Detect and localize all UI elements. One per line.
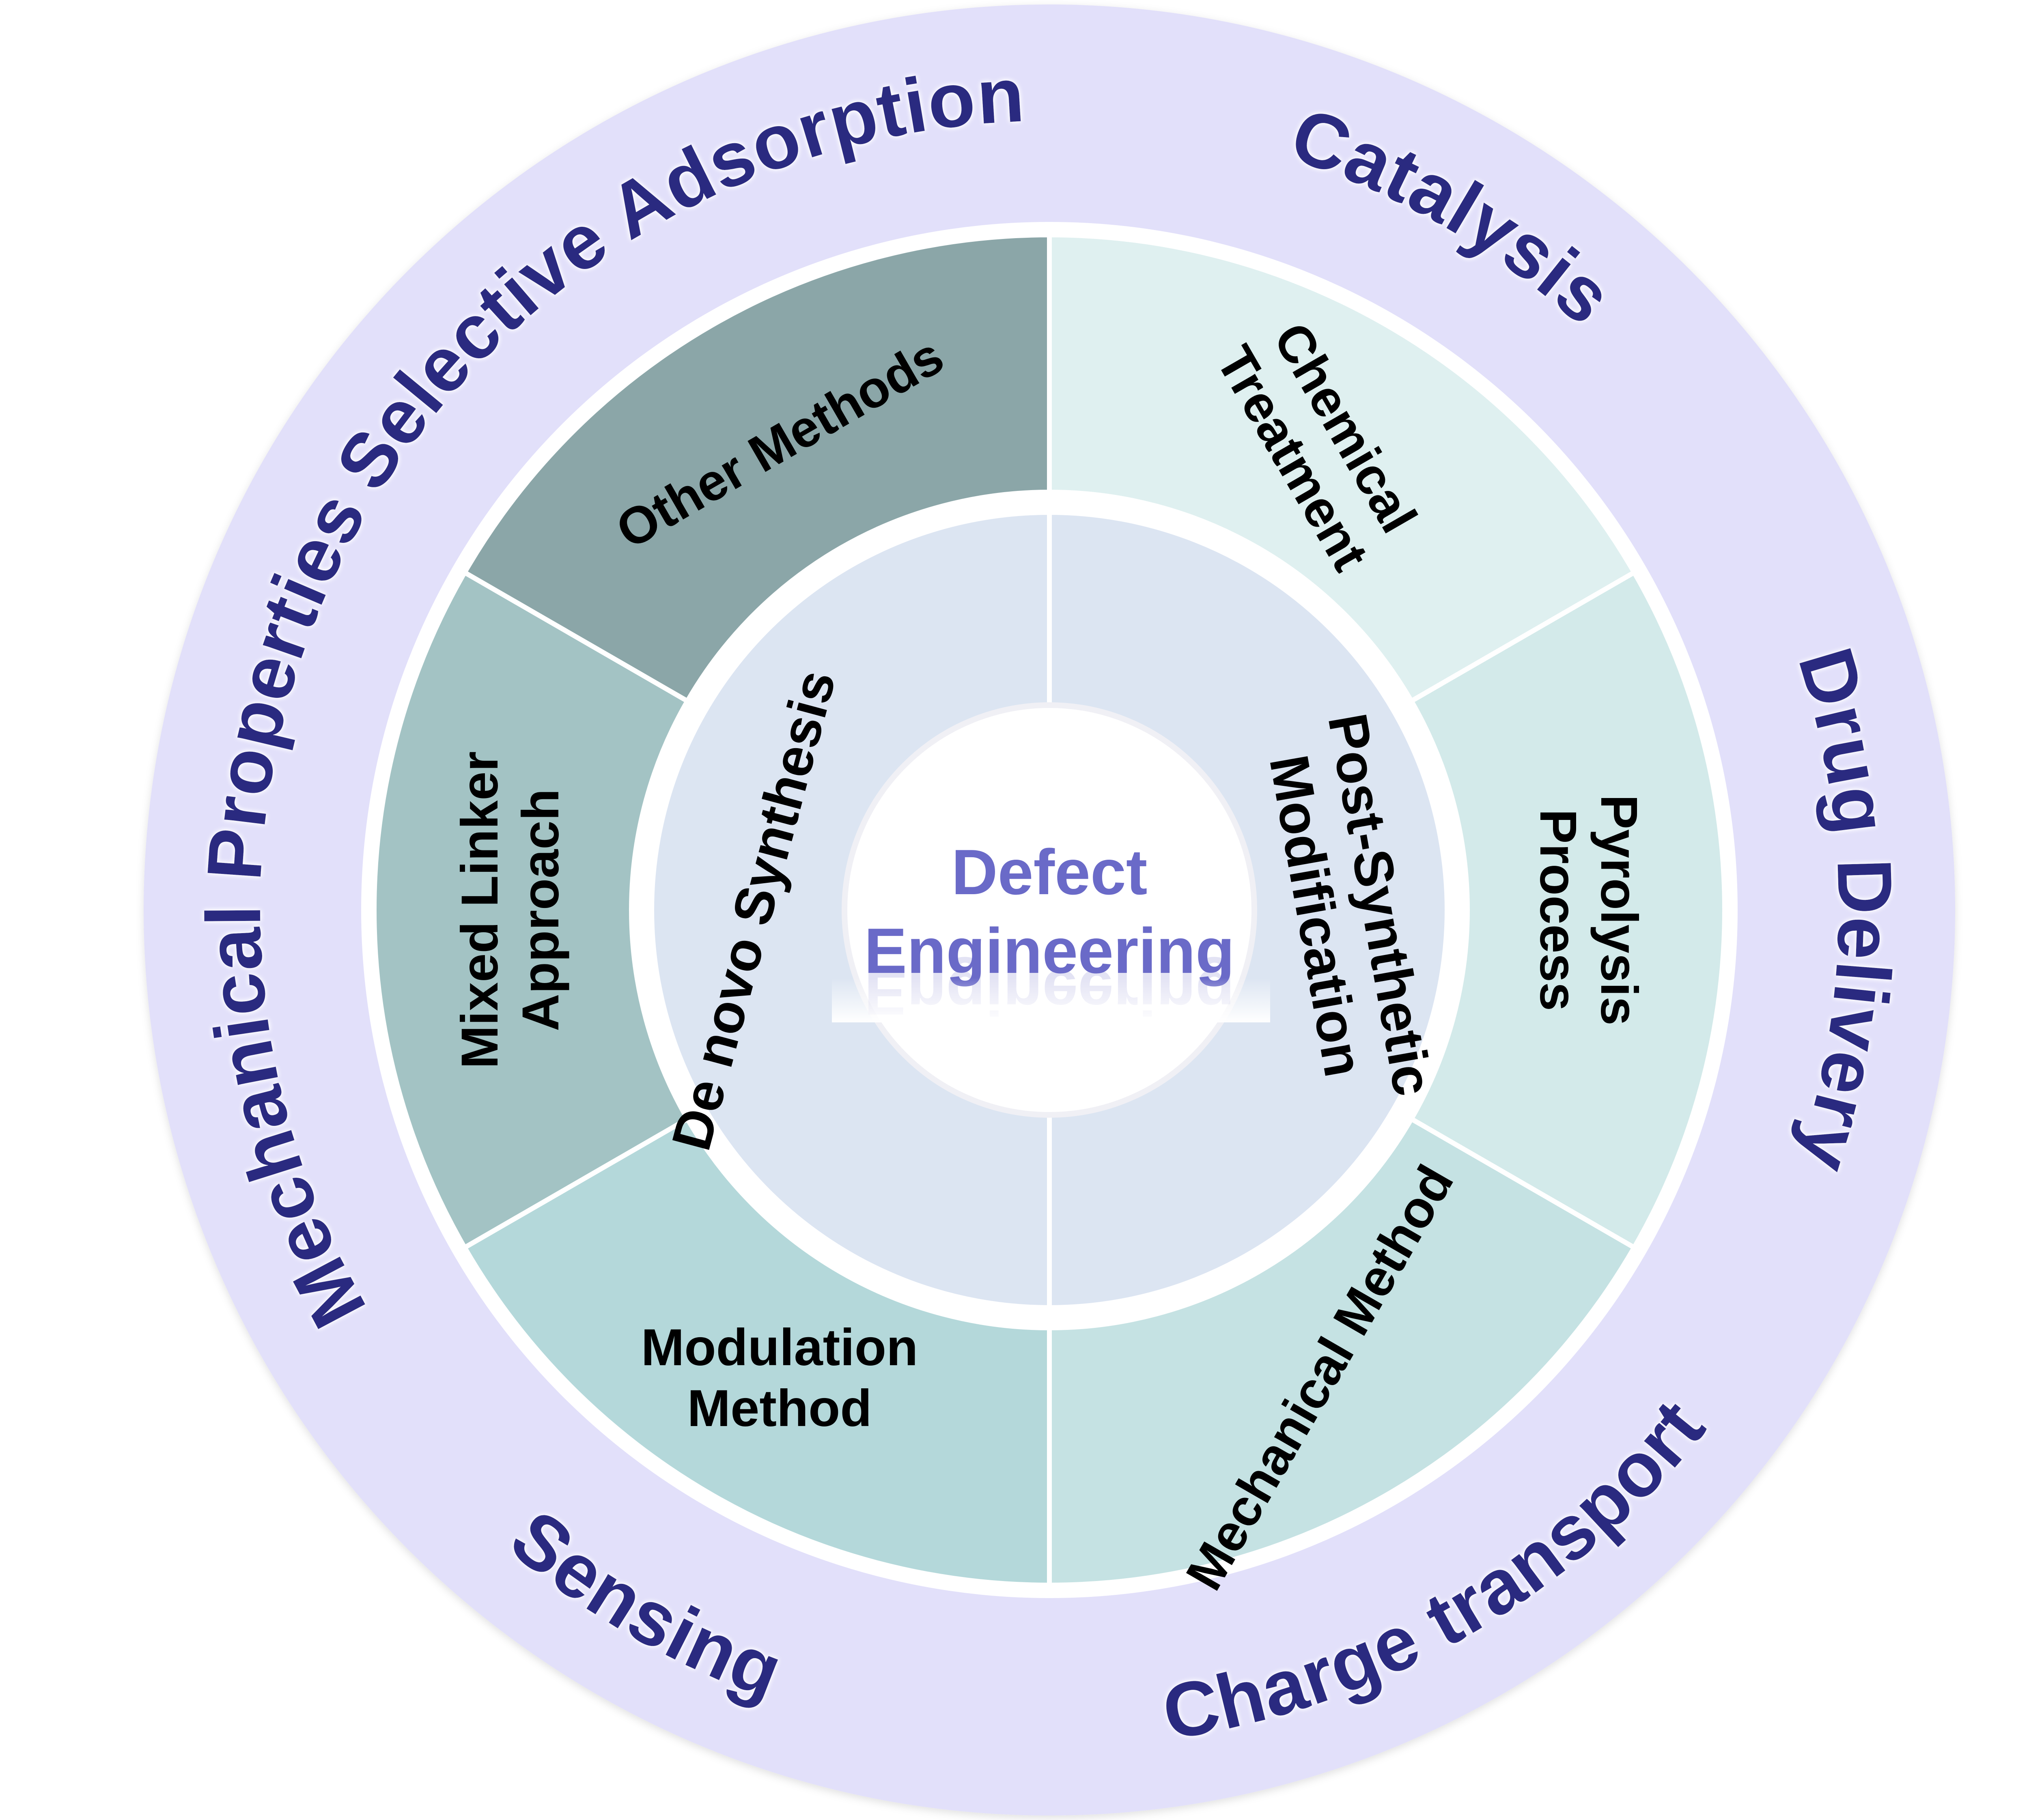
routes-ring: [649, 510, 1450, 1310]
method-label-line: Pyrolysis: [1590, 794, 1648, 1025]
reflection-fade: [832, 978, 1270, 1022]
method-sector-other-methods: [461, 232, 1052, 705]
method-label-line: Approach: [512, 789, 570, 1031]
method-label-pyrolysis-process: PyrolysisProcess: [1529, 794, 1648, 1025]
center-title-line1: Defect: [952, 837, 1148, 908]
method-sector-mixed-linker-approach: [371, 569, 691, 1251]
method-sector-mechanical-method: [1047, 1115, 1638, 1588]
method-sector-pyrolysis-process: [1408, 569, 1727, 1251]
method-sector-modulation-method: [461, 1115, 1052, 1588]
methods-ring: [371, 232, 1727, 1588]
method-label-line: Process: [1529, 809, 1587, 1011]
method-label-line: Modulation: [641, 1319, 918, 1377]
method-label-mixed-linker-approach: Mixed LinkerApproach: [451, 751, 570, 1069]
center-label: Defect Engineering Engineering: [832, 837, 1270, 1028]
center-disc: [842, 702, 1257, 1118]
method-label-line: Mixed Linker: [451, 751, 509, 1069]
method-label-line: Method: [687, 1379, 872, 1437]
center-title-line2: Engineering: [864, 915, 1235, 987]
method-sector-chemical-treatment: [1047, 232, 1638, 705]
